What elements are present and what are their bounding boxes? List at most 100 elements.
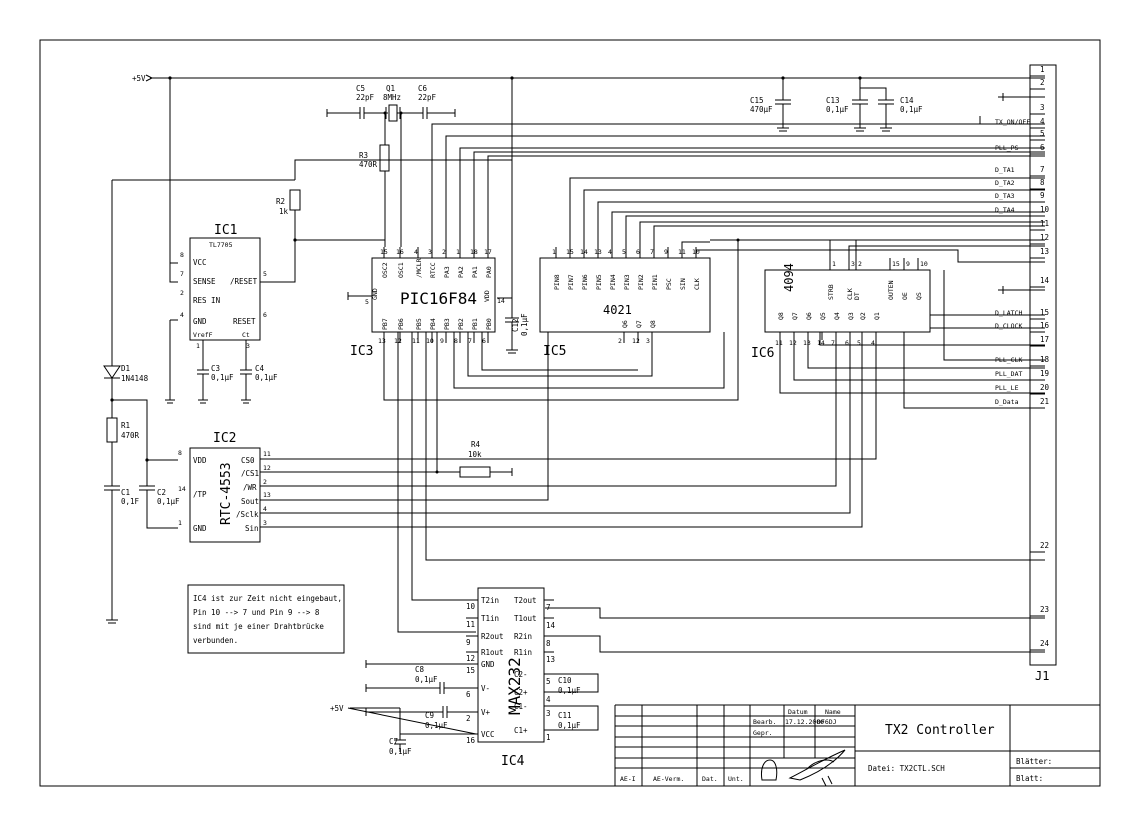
c12-value: 0,1µF bbox=[520, 313, 529, 336]
ic3-num-5: 5 bbox=[365, 298, 369, 306]
r3-name: R3 bbox=[359, 151, 368, 160]
ic5-pin-q6: Q6 bbox=[621, 320, 629, 328]
ic3-num-bot-5: 8 bbox=[454, 337, 458, 345]
ic3-pin-vdd: VDD bbox=[483, 290, 491, 302]
j1-label-15: D_LATCH bbox=[995, 309, 1022, 317]
ic1-num-1: 1 bbox=[196, 342, 200, 350]
note-line-1: IC4 ist zur Zeit nicht eingebaut, bbox=[193, 594, 342, 603]
ic6-part: 4094 bbox=[782, 263, 796, 292]
ic5-num-top-5: 5 bbox=[622, 248, 626, 256]
c9-name: C9 bbox=[425, 711, 434, 720]
ic3-pin-pb0: PB0 bbox=[485, 318, 493, 330]
ic5-num-top-10: 10 bbox=[692, 248, 700, 256]
tb-name: Name bbox=[825, 708, 841, 716]
ic4-num-left-0: 10 bbox=[466, 602, 476, 611]
ic4-num-right-5: 4 bbox=[546, 695, 551, 704]
ic3-num-14: 14 bbox=[497, 297, 505, 305]
j1-pin-19: 19 bbox=[1040, 369, 1049, 378]
ic6-num-top-4: 9 bbox=[906, 260, 910, 268]
ic6-pin-q2: Q2 bbox=[859, 312, 867, 320]
ic3-ref: IC3 bbox=[350, 344, 373, 359]
ic6-num-bot-7: 4 bbox=[871, 339, 875, 347]
ic3-part: PIC16F84 bbox=[400, 289, 477, 308]
ic2-pin-sin: Sin bbox=[245, 524, 259, 533]
ic4-num-left-3: 12 bbox=[466, 654, 475, 663]
ic1-num-3: 3 bbox=[246, 342, 250, 350]
ic5-num-bot-1: 12 bbox=[632, 337, 640, 345]
c11-name: C11 bbox=[558, 711, 572, 720]
ic1-num-4: 4 bbox=[180, 311, 184, 319]
ic1: IC1 TL7705 VCC SENSE RES IN GND /RESET R… bbox=[180, 159, 512, 404]
ic6: 4094 IC6 STRB1CLK3DT2OUTEN15OE9QS10Q811Q… bbox=[751, 258, 931, 361]
c5-value: 22pF bbox=[356, 93, 375, 102]
ic6-num-top-5: 10 bbox=[920, 260, 928, 268]
ic2-pin-gnd: GND bbox=[193, 524, 207, 533]
j1-pin-4: 4 bbox=[1040, 117, 1045, 126]
ic4-num-right-1: 14 bbox=[546, 621, 556, 630]
c15-value: 470µF bbox=[750, 105, 773, 114]
c1-name: C1 bbox=[121, 488, 130, 497]
rtc-section: D1 1N4148 R1 470R C1 0,1F C2 0,1µF IC2 R… bbox=[103, 179, 877, 624]
ic4-pin-r2out: R2out bbox=[481, 632, 504, 641]
c8-value: 0,1µF bbox=[415, 675, 438, 684]
j1-pin-5: 5 bbox=[1040, 129, 1045, 138]
ic5-pin-pin7: PIN7 bbox=[567, 274, 575, 290]
resistor-r3 bbox=[379, 144, 390, 172]
ic1-num-8: 8 bbox=[180, 251, 184, 259]
ic4-pin-c1-: C1- bbox=[514, 702, 528, 711]
bird-logo bbox=[761, 749, 846, 787]
c7-name: C7 bbox=[389, 737, 398, 746]
ic3-num-bot-6: 7 bbox=[468, 337, 472, 345]
ic6-pin-strb: STRB bbox=[827, 284, 835, 300]
ic4-num-right-6: 3 bbox=[546, 709, 551, 718]
ic3-num-bot-0: 13 bbox=[378, 337, 386, 345]
ic3-pin-pb6: PB6 bbox=[397, 318, 405, 330]
ic4-num-left-1: 11 bbox=[466, 620, 475, 629]
c10-name: C10 bbox=[558, 676, 572, 685]
ic4-num-left-4: 15 bbox=[466, 666, 475, 675]
ic5-pin-pin4: PIN4 bbox=[609, 274, 617, 290]
c11-value: 0,1µF bbox=[558, 721, 581, 730]
ic5-ref: IC5 bbox=[543, 344, 566, 359]
c7-value: 0,1µF bbox=[389, 747, 412, 756]
ic3-pin-rtcc: RTCC bbox=[429, 262, 437, 278]
ic4-ref: IC4 bbox=[501, 754, 525, 769]
ic4-pin-v+: V+ bbox=[481, 708, 491, 717]
tb-bearb-name: DF6DJ bbox=[817, 718, 837, 726]
r1-name: R1 bbox=[121, 421, 130, 430]
ic2-num-3: 3 bbox=[263, 519, 267, 527]
ic5-num-top-2: 14 bbox=[580, 248, 588, 256]
j1-label-20: PLL_LE bbox=[995, 384, 1019, 392]
ic4-num-right-3: 13 bbox=[546, 655, 555, 664]
ic6-ref: IC6 bbox=[751, 346, 774, 361]
ic6-pin-q6: Q6 bbox=[805, 312, 813, 320]
ic4: MAX232 IC4 T2in10T1in11R2out9R1out12GND1… bbox=[330, 587, 599, 769]
j1-pin-16: 16 bbox=[1040, 321, 1050, 330]
ic6-pin-outen: OUTEN bbox=[887, 280, 895, 300]
ic1-pin-reset-n: /RESET bbox=[230, 277, 258, 286]
ic3-num-top-0: 15 bbox=[380, 248, 388, 256]
tb-dat: Dat. bbox=[702, 775, 718, 783]
ic6-num-top-0: 1 bbox=[832, 260, 836, 268]
j1-pin-11: 11 bbox=[1040, 219, 1049, 228]
j1-pin-14: 14 bbox=[1040, 276, 1050, 285]
c1-value: 0,1F bbox=[121, 497, 140, 506]
j1-pin-3: 3 bbox=[1040, 103, 1045, 112]
ic3-pin-pa0: PA0 bbox=[485, 266, 493, 278]
title-block: Datum Name Bearb. 17.12.2000 DF6DJ Gepr.… bbox=[614, 704, 1100, 787]
ic2-part: RTC-4553 bbox=[219, 462, 234, 525]
ic6-pin-q5: Q5 bbox=[819, 312, 827, 320]
ic2-pin-sclk: /Sclk bbox=[236, 510, 259, 519]
ic4-pin-c2-: C2- bbox=[514, 670, 528, 679]
resistor-r4 bbox=[459, 466, 491, 478]
ic4-pin-c2+: C2+ bbox=[514, 688, 528, 697]
ic5-pin-pin2: PIN2 bbox=[637, 274, 645, 290]
j1-ref: J1 bbox=[1035, 669, 1049, 683]
c4-value: 0,1µF bbox=[255, 373, 278, 382]
note-box: IC4 ist zur Zeit nicht eingebaut, Pin 10… bbox=[187, 584, 345, 654]
r1-value: 470R bbox=[121, 431, 140, 440]
ic5-num-top-0: 1 bbox=[552, 248, 556, 256]
ic3-body bbox=[371, 257, 496, 333]
ic6-num-bot-3: 14 bbox=[817, 339, 825, 347]
ic6-num-bot-2: 13 bbox=[803, 339, 811, 347]
